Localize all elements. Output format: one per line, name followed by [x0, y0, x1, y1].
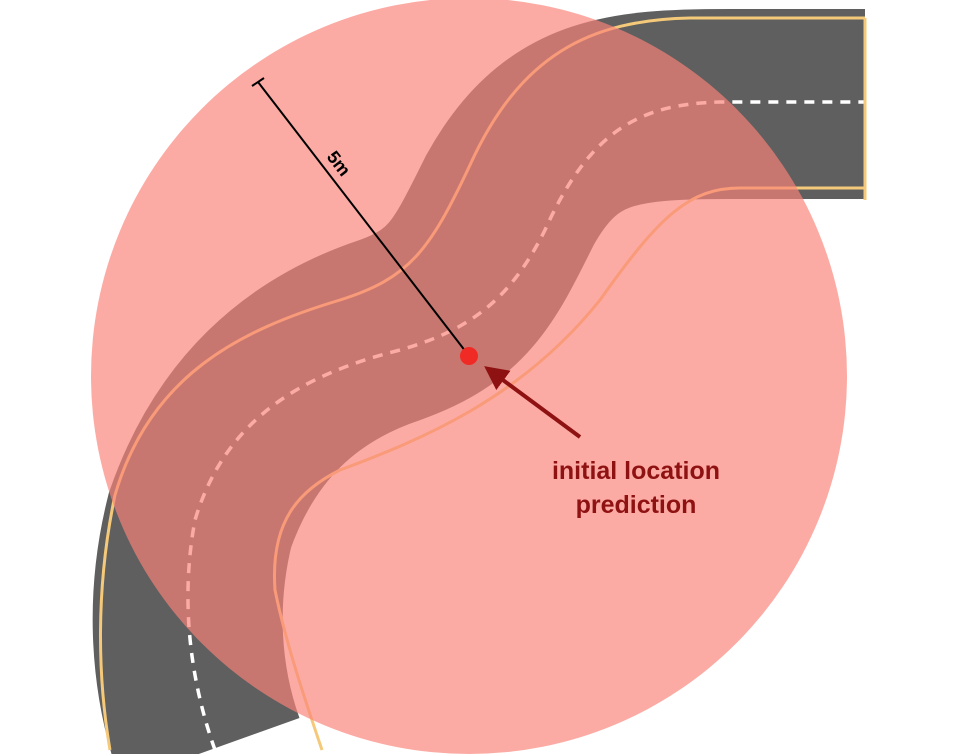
uncertainty-circle	[91, 0, 847, 754]
prediction-label-line1: initial location	[552, 457, 720, 485]
arrow-icon	[484, 366, 582, 439]
prediction-label: initial location prediction	[552, 457, 720, 519]
radius-line-tick	[251, 77, 265, 87]
radius-line	[257, 81, 467, 353]
location-point-icon	[460, 347, 478, 365]
prediction-label-line2: prediction	[576, 491, 697, 519]
